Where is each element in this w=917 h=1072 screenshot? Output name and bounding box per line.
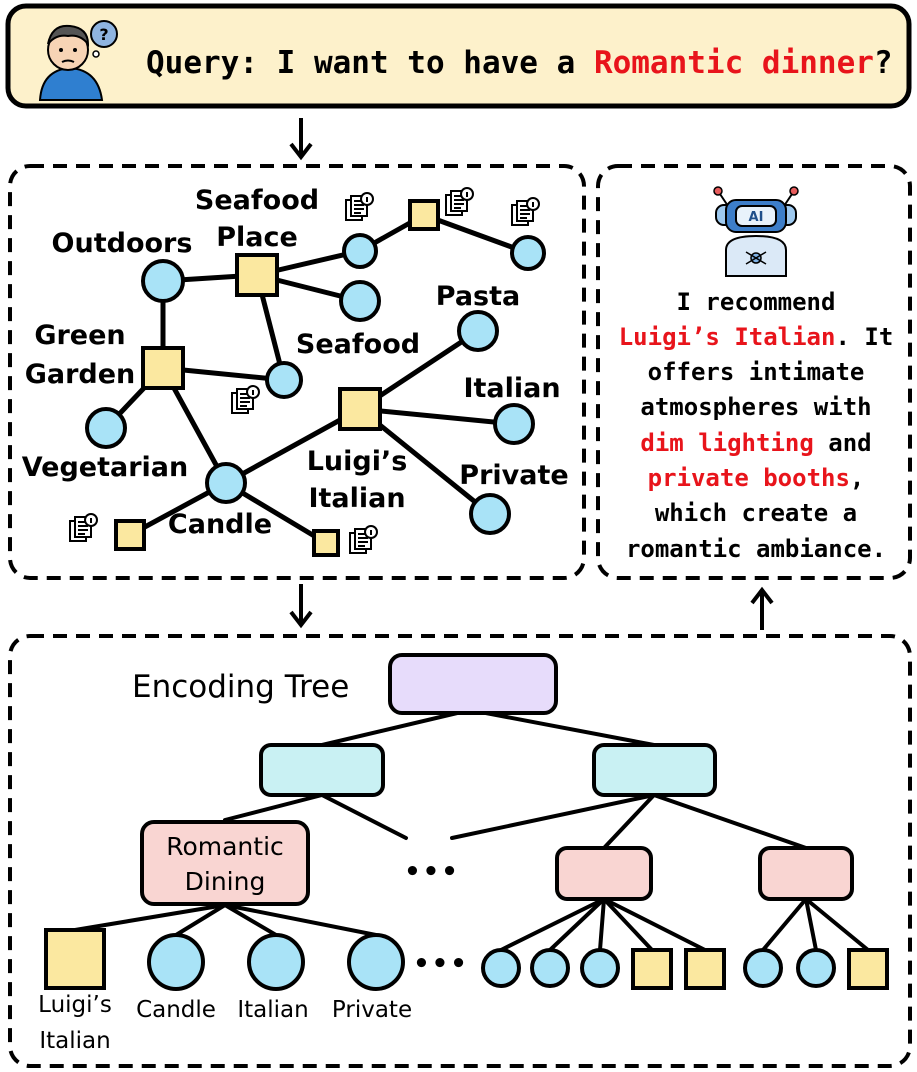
label-luigis-line2: Italian <box>308 483 405 514</box>
graph-labels: Outdoors Seafood Place Seafood Pasta Gre… <box>22 185 569 540</box>
community-node-romantic-dining <box>140 820 310 906</box>
leaf-node <box>481 948 521 988</box>
leaf-doc <box>847 948 889 990</box>
leaf-private <box>347 933 405 991</box>
tree-root-node <box>388 653 558 715</box>
node-doc-leaf <box>510 235 546 271</box>
tree-edges <box>73 708 870 952</box>
node-candle <box>205 462 247 504</box>
node-outdoors <box>141 259 185 303</box>
leaf-candle <box>147 933 205 991</box>
answer-text: offers intimate <box>648 358 865 386</box>
answer-highlight: dim lighting <box>640 429 813 457</box>
answer-text: I recommend <box>677 288 836 316</box>
label-vegetarian: Vegetarian <box>22 452 189 483</box>
label-luigis-line1: Luigi’s <box>307 446 408 477</box>
label-italian: Italian <box>463 373 560 404</box>
svg-text:?: ? <box>99 25 108 44</box>
leaf-node <box>580 948 620 988</box>
thinking-person-icon: ? <box>38 20 118 101</box>
graph-nodes <box>85 199 546 557</box>
node-pasta <box>457 310 499 352</box>
community-node-2 <box>555 846 653 901</box>
leaf-doc <box>631 948 673 990</box>
community-label-line1: Romantic <box>166 832 284 861</box>
answer-highlight: private booths <box>648 464 850 492</box>
node-italian <box>493 403 535 445</box>
encoding-tree-panel: Encoding Tree Romantic <box>8 634 912 1068</box>
node-candle-doc-2 <box>312 529 340 557</box>
community-label-line2: Dining <box>185 867 266 896</box>
answer-line-4: atmospheres with <box>640 393 871 421</box>
ai-robot-icon: AI <box>713 186 799 277</box>
query-text: Query: I want to have a Romantic dinner? <box>146 45 893 81</box>
answer-line-5: dim lighting and <box>640 429 871 457</box>
leaf-label-italian: Italian <box>237 997 308 1023</box>
leaf-italian <box>247 933 305 991</box>
leaf-node <box>530 948 570 988</box>
node-vegetarian <box>85 407 127 449</box>
leaf-label-luigis-line1: Luigi’s <box>38 992 112 1018</box>
leaf-label-candle: Candle <box>136 997 216 1023</box>
node-seafood <box>339 280 381 322</box>
node-seafood-place <box>235 253 279 297</box>
encoding-tree-title: Encoding Tree <box>132 669 349 705</box>
answer-text: , <box>850 464 864 492</box>
node-doc-hub <box>342 233 378 269</box>
tree-ellipsis-middle: ••• <box>404 857 460 887</box>
node-candle-doc <box>114 519 146 551</box>
answer-panel: AI I recommend Luigi’s Italian. It offer… <box>596 164 912 580</box>
flow-arrows <box>289 118 774 630</box>
node-doc-square <box>408 199 440 231</box>
leaf-doc <box>684 948 726 990</box>
leaf-luigis-italian <box>44 928 106 990</box>
community-node-3 <box>758 846 854 901</box>
answer-line-3: offers intimate <box>648 358 865 386</box>
answer-text: . It <box>835 323 893 351</box>
answer-text: and <box>814 429 872 457</box>
label-private: Private <box>459 460 568 491</box>
label-seafood-place-line1: Seafood <box>195 185 319 216</box>
node-luigis-italian <box>338 387 382 431</box>
answer-text: romantic ambiance. <box>626 535 886 563</box>
label-green-garden-line2: Garden <box>25 359 136 390</box>
leaf-label-private: Private <box>332 997 412 1023</box>
knowledge-graph-panel: Outdoors Seafood Place Seafood Pasta Gre… <box>8 164 586 580</box>
label-outdoors: Outdoors <box>52 228 193 259</box>
label-green-garden-line1: Green <box>34 320 125 351</box>
tree-mid-node-right <box>592 743 717 797</box>
answer-line-8: romantic ambiance. <box>626 535 886 563</box>
tree-mid-node-left <box>259 743 385 797</box>
answer-line-7: which create a <box>655 499 857 527</box>
leaf-node <box>743 948 783 988</box>
tree-ellipsis-leaves: ••• <box>413 949 469 979</box>
node-seafood-link <box>265 361 303 399</box>
node-green-garden <box>141 346 185 390</box>
query-suffix: ? <box>874 45 893 81</box>
label-candle: Candle <box>168 509 272 540</box>
leaf-node <box>796 948 836 988</box>
query-prefix: Query: I want to have a <box>146 45 594 81</box>
label-seafood-place-line2: Place <box>216 222 298 253</box>
answer-line-1: I recommend <box>677 288 836 316</box>
query-box: ? Query: I want to have a Romantic dinne… <box>5 3 912 109</box>
node-private <box>469 493 511 535</box>
answer-text: which create a <box>655 499 857 527</box>
label-seafood: Seafood <box>296 329 420 360</box>
answer-highlight: Luigi’s Italian <box>619 323 836 351</box>
query-highlight: Romantic dinner <box>594 45 874 81</box>
answer-text: atmospheres with <box>640 393 871 421</box>
label-pasta: Pasta <box>436 281 520 312</box>
robot-ai-label: AI <box>749 210 764 225</box>
answer-line-6: private booths, <box>648 464 865 492</box>
leaf-label-luigis-line2: Italian <box>39 1028 110 1054</box>
answer-line-2: Luigi’s Italian. It <box>619 323 894 351</box>
